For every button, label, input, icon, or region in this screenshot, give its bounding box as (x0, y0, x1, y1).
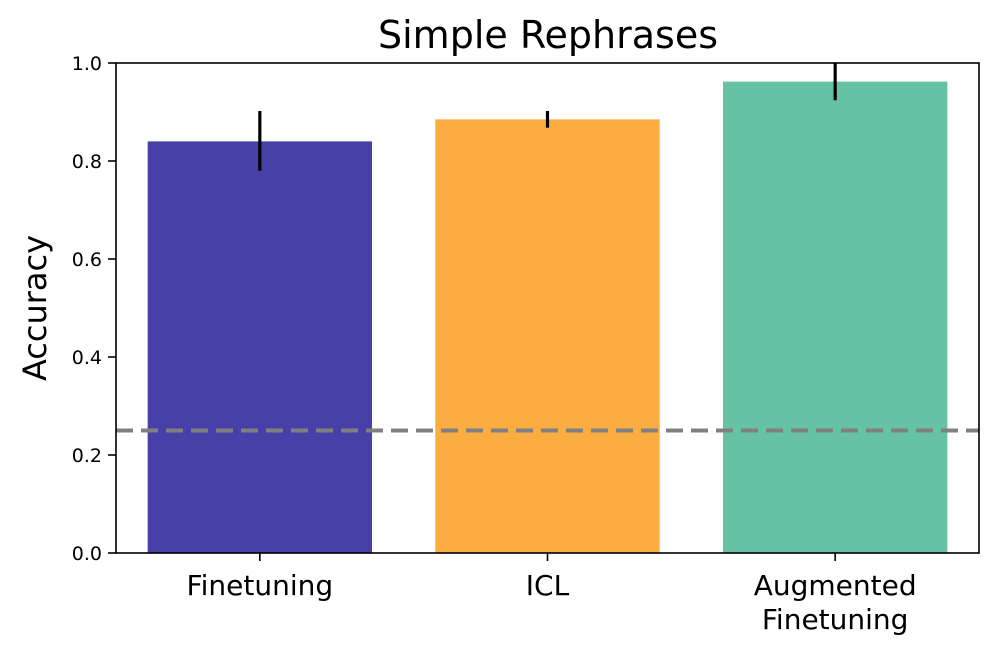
bar (722, 81, 948, 554)
y-tick-label: 0.8 (72, 151, 102, 173)
y-tick-label: 0.4 (72, 347, 102, 369)
x-tick-label-line: Finetuning (762, 603, 909, 636)
y-tick-label: 0.6 (72, 249, 102, 271)
y-axis: 0.0 0.2 0.4 0.6 0.8 1.0 (72, 53, 116, 565)
x-tick-label-line: ICL (526, 569, 570, 602)
bar (147, 141, 373, 553)
y-axis-label: Accuracy (16, 235, 54, 381)
y-tick-label: 0.2 (72, 445, 102, 467)
bar (435, 119, 660, 553)
x-tick-label: ICL (526, 569, 570, 602)
x-tick-label: Finetuning (187, 569, 334, 602)
bars-layer (147, 81, 948, 554)
x-tick-label-line: Augmented (754, 569, 917, 602)
y-tick-label: 0.0 (72, 543, 102, 565)
x-tick-label-line: Finetuning (187, 569, 334, 602)
error-bars-layer (258, 63, 837, 171)
chart-title: Simple Rephrases (378, 13, 718, 57)
y-tick-label: 1.0 (72, 53, 102, 75)
